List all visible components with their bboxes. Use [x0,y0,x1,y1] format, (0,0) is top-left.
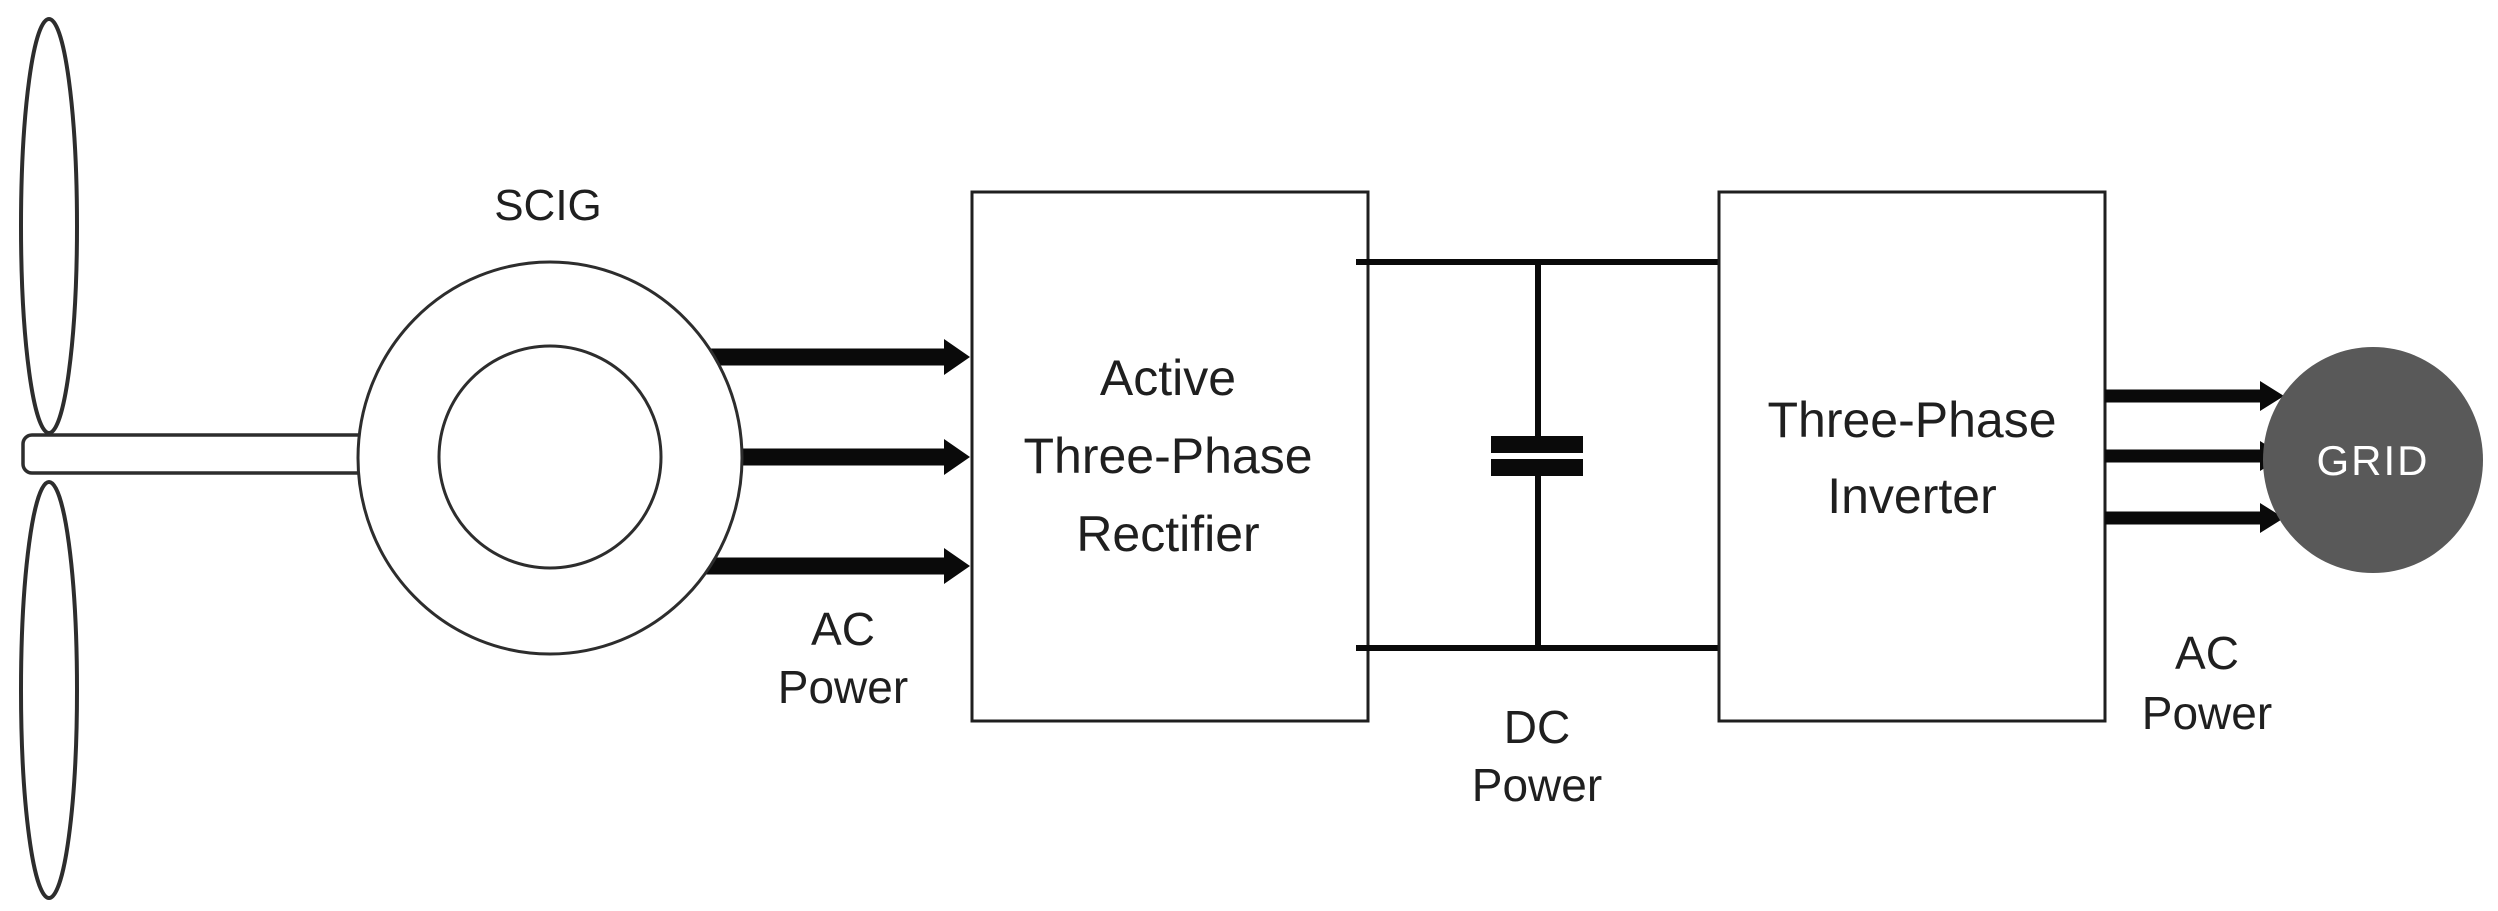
scig-label: SCIG [494,181,602,230]
ac-power-left-line2: Power [778,661,908,713]
ac-arrows-inverter-to-grid [2105,381,2284,533]
rectifier-label-line2: Three-Phase [1023,428,1312,484]
grid-node: GRID [2263,347,2483,573]
grid-arrow-top [2105,381,2284,411]
inverter-block: Three-Phase Inverter [1717,190,2107,723]
dc-link: DC Power [1356,259,1722,811]
capacitor-lead-top [1535,261,1541,438]
grid-circle [2263,347,2483,573]
turbine-blade-upper [19,17,79,435]
dc-power-line2: Power [1472,759,1602,811]
inverter-box [1717,190,2107,723]
turbine-blade-lower [19,480,79,900]
rectifier-block: Active Three-Phase Rectifier [970,190,1370,723]
capacitor-lead-bottom [1535,474,1541,649]
ac-arrow-top [660,339,970,375]
capacitor-plate-bottom [1491,459,1583,476]
ac-arrow-middle [660,439,970,475]
ac-power-right-line2: Power [2142,687,2272,739]
rectifier-label-line1: Active [1100,350,1236,406]
scig-generator: SCIG [356,181,744,656]
scig-inner-circle [437,344,663,570]
grid-arrow-middle [2105,441,2284,471]
ac-arrows-generator-to-rectifier [660,339,970,584]
inverter-label-line2: Inverter [1827,468,1997,524]
ac-power-right-line1: AC [2175,627,2239,679]
ac-power-label-right: AC Power [2142,627,2272,739]
ac-power-label-left: AC Power [778,603,908,713]
wind-turbine [19,17,375,900]
dc-power-line1: DC [1504,701,1570,753]
turbine-shaft [21,433,375,475]
grid-arrow-bottom [2105,503,2284,533]
grid-label: GRID [2317,437,2430,484]
rectifier-label-line3: Rectifier [1076,506,1259,562]
rectifier-box [970,190,1370,723]
inverter-label-line1: Three-Phase [1767,392,2056,448]
ac-arrow-bottom [660,548,970,584]
ac-power-left-line1: AC [811,603,875,655]
capacitor-plate-top [1491,436,1583,453]
